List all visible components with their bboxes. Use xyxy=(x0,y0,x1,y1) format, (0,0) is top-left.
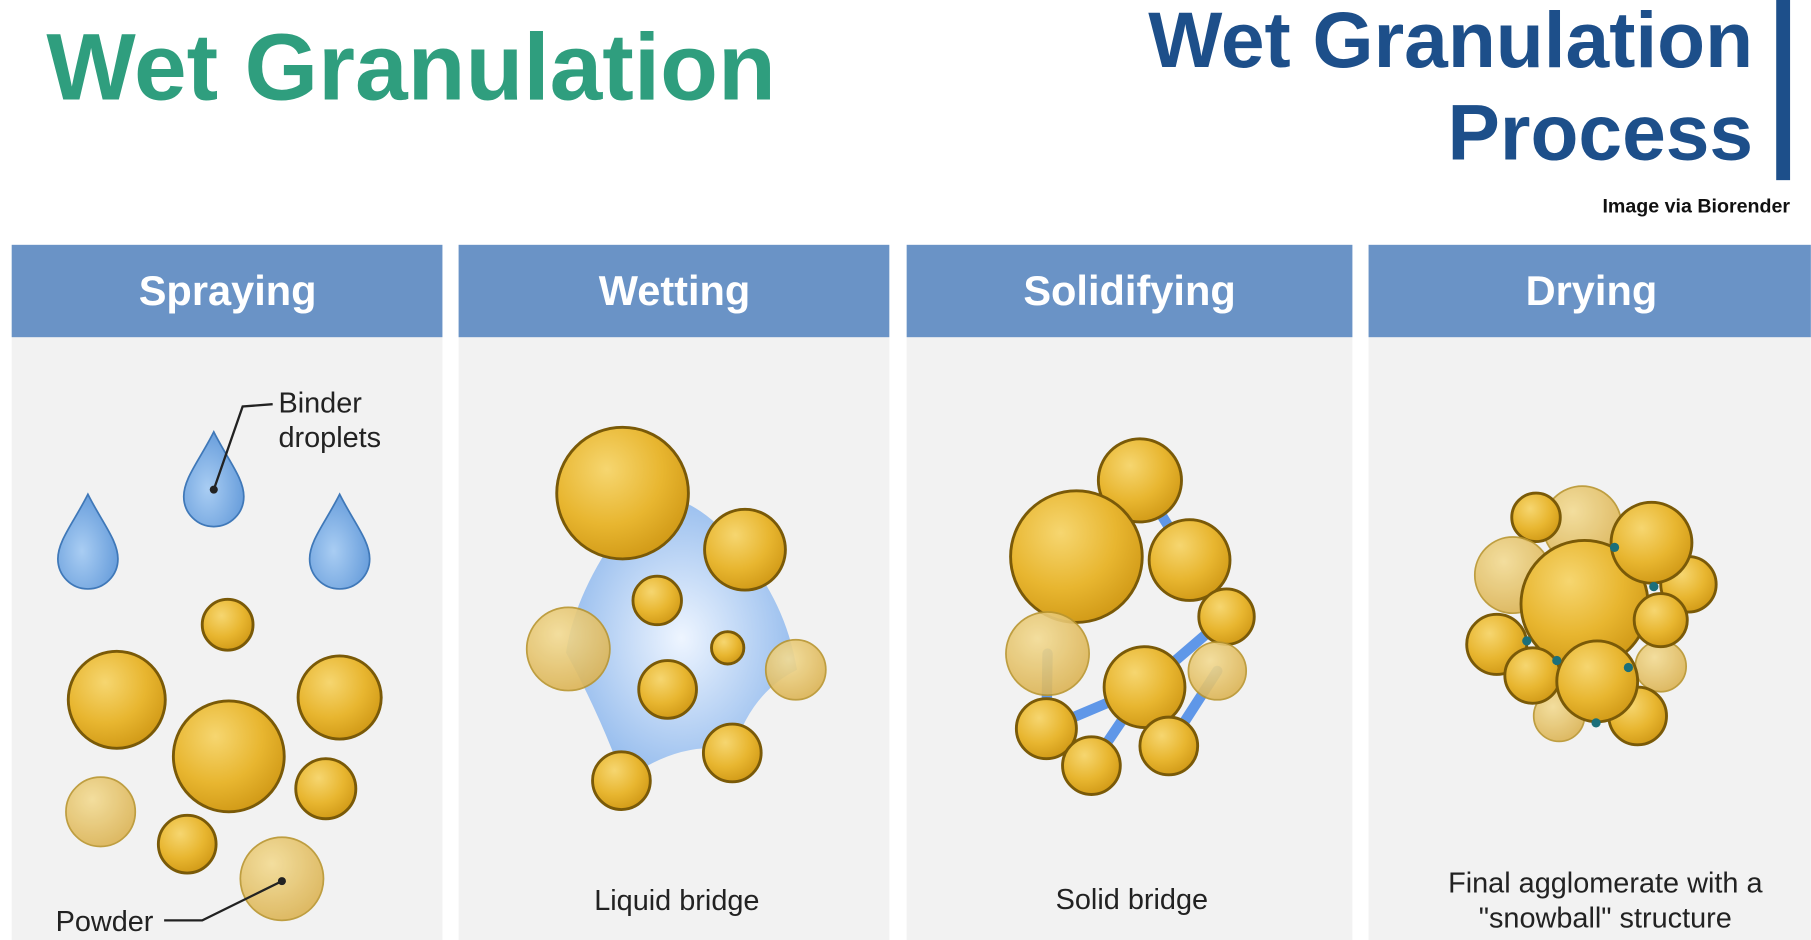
binder-droplet-icons xyxy=(57,429,371,590)
stage-caption: Liquid bridge xyxy=(594,885,759,917)
stage-panel-solidifying: Solidifying Solid bridge xyxy=(906,244,1353,940)
stage-caption-line2: "snowball" structure xyxy=(1479,902,1732,934)
stage-caption-line1: Final agglomerate with a xyxy=(1448,868,1763,900)
process-title-line2: Process xyxy=(1448,88,1754,176)
stage-header xyxy=(11,244,443,338)
process-title-line1: Wet Granulation xyxy=(1148,0,1753,84)
stage-title: Solidifying xyxy=(1023,267,1235,314)
stage-header xyxy=(458,244,890,338)
stage-panel-wetting: Wetting Liquid bridge xyxy=(458,244,890,940)
image-credit: Image via Biorender xyxy=(1602,195,1790,217)
solidified-particles xyxy=(1005,437,1256,796)
stage-title: Wetting xyxy=(599,267,751,314)
stage-panel-spraying: Spraying Binder droplets Powder xyxy=(11,244,443,940)
stage-panel-drying: Drying Final agglomerate with a "snowbal… xyxy=(1368,244,1811,940)
stage-title: Drying xyxy=(1526,267,1658,314)
title-accent-bar xyxy=(1776,0,1791,181)
binder-label-line1: Binder xyxy=(278,387,362,419)
stage-title: Spraying xyxy=(139,267,317,314)
page-title: Wet Granulation xyxy=(46,14,775,120)
stage-header xyxy=(1368,244,1811,338)
wetted-particles xyxy=(525,425,827,811)
snowball-agglomerate xyxy=(1465,485,1718,747)
powder-particles xyxy=(65,597,383,922)
stage-caption: Solid bridge xyxy=(1056,884,1208,916)
stage-header xyxy=(906,244,1353,338)
powder-label: Powder xyxy=(56,906,154,938)
binder-label-line2: droplets xyxy=(278,422,381,454)
